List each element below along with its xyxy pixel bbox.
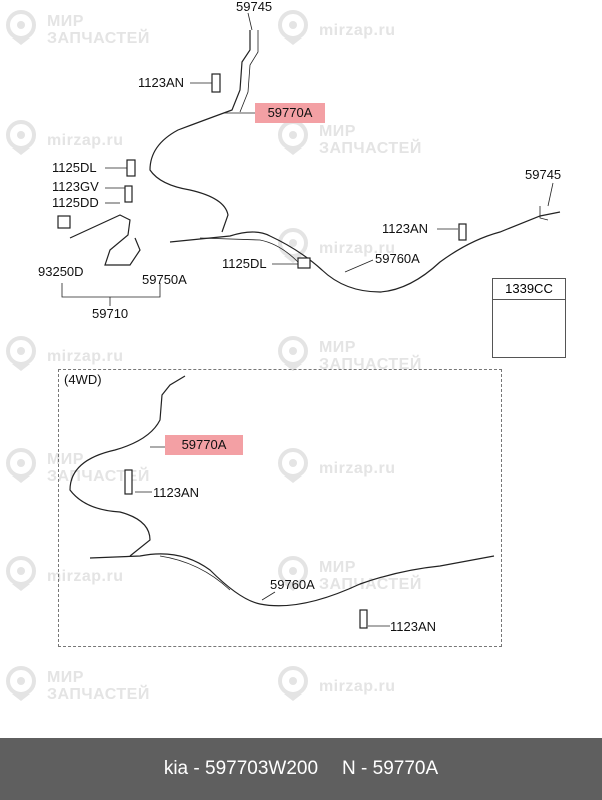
part-label-93250D: 93250D: [38, 264, 84, 279]
part-label-59760A: 59760A: [375, 251, 420, 266]
watermark: mirzap.ru: [276, 448, 395, 488]
part-label-59750A: 59750A: [142, 272, 187, 287]
watermark-domain: mirzap.ru: [46, 131, 124, 149]
watermark-line1: МИР: [318, 123, 356, 140]
part-label-59710: 59710: [92, 306, 129, 321]
pin-logo-icon: [276, 556, 310, 596]
pin-logo-icon: [276, 10, 310, 50]
pin-logo-icon: [4, 120, 38, 160]
front-cable-59770A: [149, 30, 251, 233]
part-label-1125DL: 1125DL: [222, 256, 267, 271]
watermark-line2: ЗАПЧАСТЕЙ: [46, 30, 150, 47]
part-label-1125DD: 1125DD: [52, 195, 99, 210]
highlighted-part-59770A-4wd: 59770A: [165, 435, 243, 455]
watermark-line1: МИР: [46, 669, 84, 686]
part-label-59760A: 59760A: [270, 577, 315, 592]
watermark: mirzap.ru: [276, 666, 395, 706]
watermark-line1: МИР: [318, 559, 356, 576]
watermark: mirzap.ru: [4, 556, 123, 596]
watermark: mirzap.ru: [276, 228, 395, 268]
pin-logo-icon: [4, 448, 38, 488]
part-label-1123AN: 1123AN: [390, 619, 437, 634]
part-code-1339CC: 1339CC: [493, 279, 565, 300]
part-label-1123AN: 1123AN: [138, 75, 185, 90]
part-number-footer: kia - 597703W200 N - 59770A: [0, 738, 602, 800]
pin-logo-icon: [4, 666, 38, 706]
inset-title: (4WD): [64, 372, 102, 387]
watermark-domain: mirzap.ru: [318, 21, 396, 39]
inset-rear-cable-59760A: [89, 553, 495, 607]
watermark-domain: mirzap.ru: [46, 567, 124, 585]
watermark-line1: МИР: [46, 451, 84, 468]
parking-lever: [69, 214, 141, 266]
watermark: mirzap.ru: [4, 120, 123, 160]
watermark: mirzap.ru: [276, 10, 395, 50]
watermark-line2: ЗАПЧАСТЕЙ: [318, 140, 422, 157]
watermark-line2: ЗАПЧАСТЕЙ: [46, 468, 150, 485]
watermark-line1: МИР: [318, 339, 356, 356]
inset-4wd-frame: [58, 369, 502, 647]
diagram-reference-number: N - 59770A: [342, 758, 439, 779]
part-label-1123AN: 1123AN: [153, 485, 200, 500]
oem-part-number: kia - 597703W200: [163, 758, 319, 779]
pin-logo-icon: [276, 666, 310, 706]
watermark-domain: mirzap.ru: [318, 459, 396, 477]
part-label-59745: 59745: [236, 0, 273, 14]
watermark-line2: ЗАПЧАСТЕЙ: [318, 576, 422, 593]
watermark-line1: МИР: [46, 13, 84, 30]
pin-logo-icon: [276, 228, 310, 268]
highlighted-part-59770A: 59770A: [255, 103, 325, 123]
part-label-1123AN: 1123AN: [382, 221, 429, 236]
watermark-domain: mirzap.ru: [318, 677, 396, 695]
part-label-59745: 59745: [525, 167, 562, 182]
part-label-1125DL: 1125DL: [52, 160, 97, 175]
watermark-domain: mirzap.ru: [318, 239, 396, 257]
pin-logo-icon: [4, 556, 38, 596]
pin-logo-icon: [4, 336, 38, 376]
pin-logo-icon: [276, 336, 310, 376]
pin-logo-icon: [4, 10, 38, 50]
inset-front-cable-59770A: [69, 375, 186, 557]
part-box-1339CC: 1339CC: [492, 278, 566, 358]
watermark-line2: ЗАПЧАСТЕЙ: [318, 356, 422, 373]
rear-cable-59760A: [169, 211, 561, 293]
watermark: mirzap.ru: [4, 336, 123, 376]
watermark-line2: ЗАПЧАСТЕЙ: [46, 686, 150, 703]
watermark-domain: mirzap.ru: [46, 347, 124, 365]
pin-logo-icon: [276, 448, 310, 488]
part-label-1123GV: 1123GV: [52, 179, 99, 194]
